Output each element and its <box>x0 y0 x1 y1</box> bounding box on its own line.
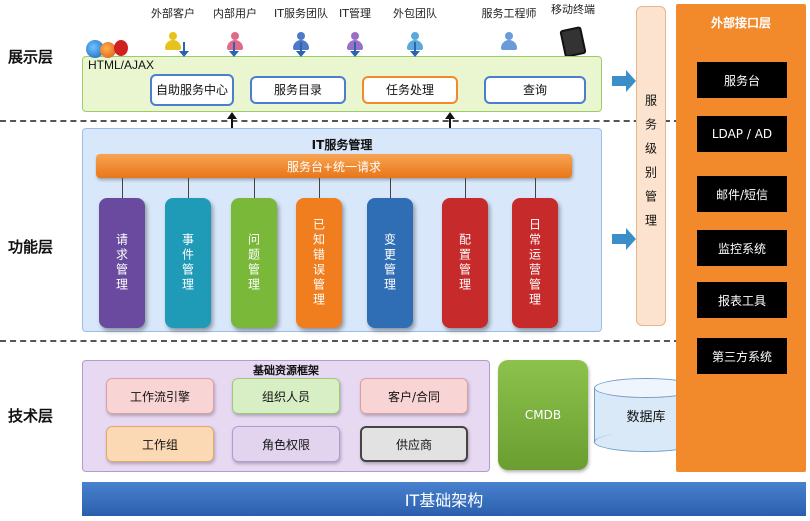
user-internal: 内部用户 <box>202 8 268 50</box>
it-infrastructure-bar: IT基础架构 <box>82 482 806 516</box>
layer-label-technology: 技术层 <box>8 407 54 425</box>
pill-incident-management: 事件管理 <box>165 198 211 328</box>
pill-known-error-management: 已知错误管理 <box>296 198 342 328</box>
arrow-down <box>350 42 360 57</box>
layer-label-function: 功能层 <box>8 238 54 256</box>
pill-problem-management: 问题管理 <box>231 198 277 328</box>
sla-bar: 服务级别管理 <box>636 6 666 326</box>
arrow-down <box>229 42 239 57</box>
user-label: IT服务团队 <box>274 8 328 20</box>
pill-change-management: 变更管理 <box>367 198 413 328</box>
service-catalog-box: 服务目录 <box>250 76 346 104</box>
pill-request-management: 请求管理 <box>99 198 145 328</box>
arrow-right <box>612 228 636 250</box>
user-label: 移动终端 <box>551 4 595 16</box>
user-label: IT管理 <box>339 8 371 20</box>
database-label: 数据库 <box>626 410 666 425</box>
arrow-right <box>612 70 636 92</box>
layer-divider-bottom <box>0 340 680 342</box>
resources-title: 基础资源框架 <box>253 364 319 377</box>
organization-personnel-box: 组织人员 <box>232 378 340 414</box>
user-mobile-terminal: 移动终端 <box>540 4 606 58</box>
pill-daily-operations-management: 日常运营管理 <box>512 198 558 328</box>
ext-service-desk: 服务台 <box>697 62 787 98</box>
mobile-phone-icon <box>559 26 587 58</box>
layer-divider-top <box>0 120 680 122</box>
person-icon <box>500 32 518 50</box>
self-service-center-box: 自助服务中心 <box>150 74 234 106</box>
ext-monitoring-system: 监控系统 <box>697 230 787 266</box>
person-icon <box>226 32 244 50</box>
firefox-icon <box>100 42 116 58</box>
workflow-engine-box: 工作流引擎 <box>106 378 214 414</box>
ext-ldap-ad: LDAP / AD <box>697 116 787 152</box>
user-external-customer: 外部客户 <box>140 8 206 50</box>
opera-icon <box>114 40 128 56</box>
ext-mail-sms: 邮件/短信 <box>697 176 787 212</box>
task-processing-box: 任务处理 <box>362 76 458 104</box>
customer-contract-box: 客户/合同 <box>360 378 468 414</box>
layer-label-presentation: 展示层 <box>8 48 54 66</box>
pill-configuration-management: 配置管理 <box>442 198 488 328</box>
workgroup-box: 工作组 <box>106 426 214 462</box>
user-service-engineer: 服务工程师 <box>476 8 542 50</box>
cmdb-box: CMDB <box>498 360 588 470</box>
service-desk-bar: 服务台+统一请求 <box>96 154 572 178</box>
arrow-down <box>179 42 189 57</box>
ext-report-tool: 报表工具 <box>697 282 787 318</box>
it-service-title: IT服务管理 <box>311 138 373 152</box>
supplier-box: 供应商 <box>360 426 468 462</box>
sla-label: 服务级别管理 <box>643 94 658 238</box>
role-permission-box: 角色权限 <box>232 426 340 462</box>
external-interface-title: 外部接口层 <box>710 16 771 30</box>
ie-icon <box>86 40 104 58</box>
user-label: 服务工程师 <box>481 8 537 20</box>
user-label: 外包团队 <box>393 8 437 20</box>
html-ajax-label: HTML/AJAX <box>88 58 155 72</box>
browser-icons <box>86 38 130 60</box>
arrow-down <box>296 42 306 57</box>
user-label: 外部客户 <box>151 8 195 20</box>
user-label: 内部用户 <box>213 8 257 20</box>
ext-third-party-system: 第三方系统 <box>697 338 787 374</box>
arrow-down <box>410 42 420 57</box>
query-box: 查询 <box>484 76 586 104</box>
person-icon <box>164 32 182 50</box>
